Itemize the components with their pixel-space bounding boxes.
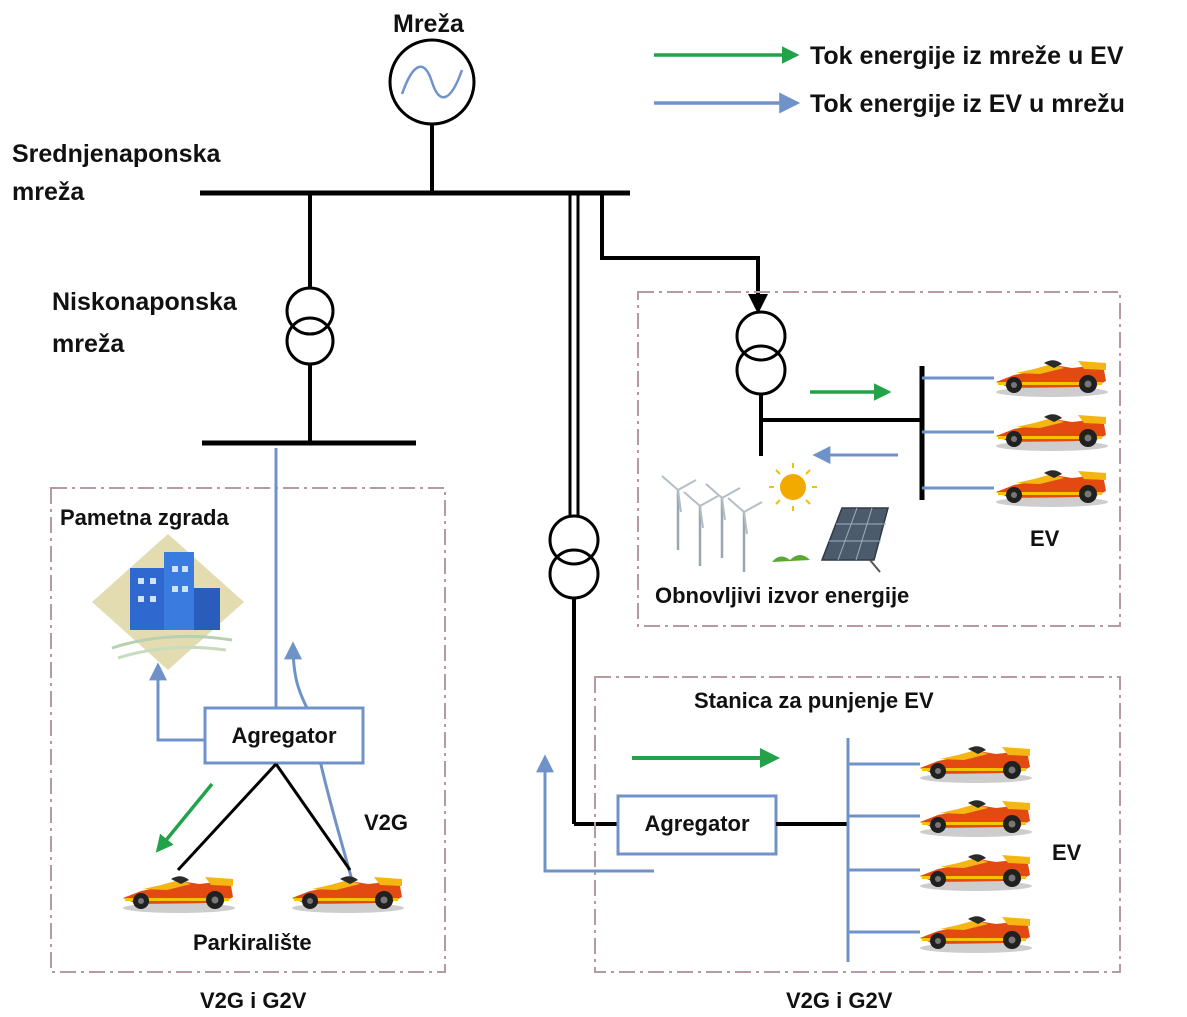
parking-frame (50, 487, 446, 973)
smart-building-icon (92, 534, 244, 670)
race-car-icon (920, 800, 1032, 837)
race-car-icon (920, 746, 1032, 783)
legend-grid-to-ev: Tok energije iz mreže u EV (810, 42, 1124, 70)
renewable-frame (637, 291, 1121, 627)
ac-source-icon (388, 38, 476, 126)
race-car-icon (996, 470, 1108, 507)
race-car-icon (996, 360, 1108, 397)
race-car-icon (920, 854, 1032, 891)
lv-label-line1: Niskonaponska (52, 288, 238, 316)
aggregator-left (203, 706, 365, 765)
aggregator-left-label: Agregator (231, 723, 337, 748)
charging-station-frame (594, 676, 1121, 973)
ev-label-top: EV (1030, 526, 1060, 551)
smart-building-label: Pametna zgrada (60, 505, 229, 530)
right-mode-label: V2G i G2V (786, 988, 893, 1013)
sun-icon (769, 463, 817, 511)
lv-label-line2: mreža (52, 330, 125, 358)
left-mode-label: V2G i G2V (200, 988, 307, 1013)
charging-station-label: Stanica za punjenje EV (694, 688, 934, 713)
wind-turbine-icon (660, 474, 764, 574)
ev-label-bottom: EV (1052, 840, 1082, 865)
transformer-icon (548, 514, 600, 600)
race-car-icon (920, 916, 1032, 953)
race-car-icon (292, 876, 404, 913)
legend-ev-to-grid: Tok energije iz EV u mrežu (810, 90, 1125, 118)
grid-to-ev-arrow-left (155, 782, 214, 853)
mv-label-line2: mreža (12, 178, 85, 206)
aggregator-right (616, 794, 778, 856)
legend: Tok energije iz mreže u EV Tok energije … (654, 42, 1125, 118)
parking-label: Parkiralište (193, 930, 312, 955)
v2g-label: V2G (364, 810, 408, 835)
renewable-label: Obnovljivi izvor energije (655, 583, 909, 608)
aggregator-right-label: Agregator (644, 811, 750, 836)
race-car-icon (996, 414, 1108, 451)
transformer-icon (735, 310, 787, 396)
transformer-icon (285, 286, 335, 366)
grid-label: Mreža (393, 10, 465, 38)
mv-label-line1: Srednjenaponska (12, 140, 221, 168)
race-car-icon (123, 876, 235, 913)
solar-panel-icon (772, 507, 889, 573)
